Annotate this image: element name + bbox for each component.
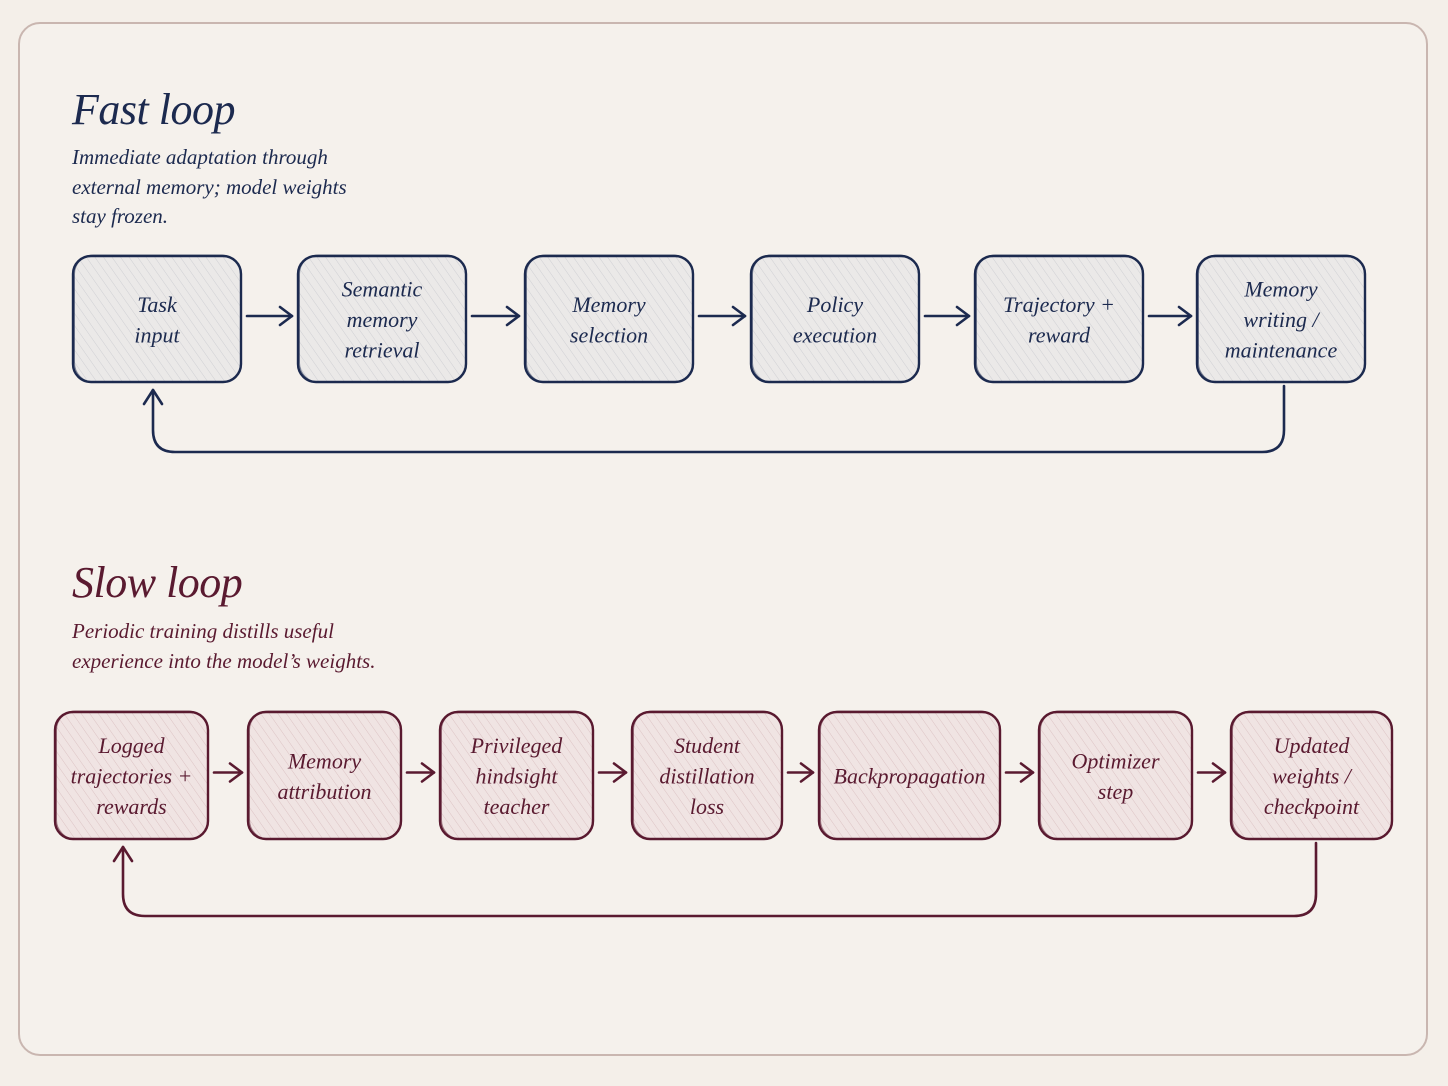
node-box-sketch (249, 710, 401, 840)
node-label: checkpoint (1264, 794, 1360, 819)
flow-arrow (1196, 762, 1227, 783)
node-memory-attribution: Memory attribution (246, 710, 403, 841)
node-box (71, 254, 243, 384)
node-label: Privileged (470, 733, 564, 758)
node-label: teacher (484, 794, 550, 819)
node-label: Updated (1274, 733, 1351, 758)
node-semantic-memory-retrieval: Semantic memory retrieval (296, 254, 468, 384)
node-label: Optimizer (1072, 748, 1160, 773)
node-label: step (1098, 779, 1133, 804)
node-label: input (134, 322, 180, 347)
node-label: Trajectory + (1003, 292, 1115, 317)
node-label: Memory (287, 748, 362, 773)
node-box (523, 254, 695, 384)
flow-arrow (697, 305, 747, 327)
node-label: writing / (1243, 307, 1320, 332)
fast-loop-subtitle: Immediate adaptation through external me… (72, 145, 347, 228)
fast-loop-title: Fast loop (72, 85, 235, 134)
node-memory-writing-maintenance: Memory writing / maintenance (1195, 254, 1367, 384)
slow-loop-diagram: Logged trajectories + rewards Memory attribu… (53, 710, 1394, 918)
slow-loop-subtitle: Periodic training distills useful experi… (72, 619, 376, 673)
flow-arrow (405, 762, 436, 783)
node-task-input: Task input (71, 254, 243, 384)
node-label: memory (347, 307, 418, 332)
feedback-arrow (142, 384, 1286, 454)
diagram-frame (18, 22, 1428, 1056)
node-label: weights / (1272, 764, 1353, 789)
flow-arrow (470, 305, 521, 327)
node-box-sketch (1198, 254, 1365, 383)
node-trajectory-reward: Trajectory + reward (973, 254, 1145, 384)
node-label: Backpropagation (834, 764, 986, 789)
flow-arrow (597, 762, 628, 783)
slow-loop-title: Slow loop (72, 558, 243, 607)
fast-loop-diagram: Task input Semantic memory retrieval Memory se… (71, 254, 1367, 454)
node-updated-weights-checkpoint: Updated weights / checkpoint (1229, 710, 1394, 841)
node-label: Memory (571, 292, 646, 317)
flow-arrow (1004, 762, 1035, 783)
node-student-distillation-loss: Student distillation loss (630, 710, 784, 841)
node-box-sketch (441, 710, 593, 840)
node-box-sketch (976, 254, 1143, 383)
node-box-sketch (74, 254, 241, 383)
flow-arrow (1147, 305, 1193, 327)
node-privileged-hindsight-teacher: Privileged hindsight teacher (438, 710, 595, 841)
node-box (1037, 710, 1194, 841)
node-label: reward (1028, 322, 1091, 347)
node-label: Logged (98, 733, 166, 758)
node-logged-trajectories-rewards: Logged trajectories + rewards (53, 710, 210, 841)
node-optimizer-step: Optimizer step (1037, 710, 1194, 841)
node-label: retrieval (345, 338, 420, 363)
node-label: trajectories + (71, 764, 193, 789)
feedback-arrow (112, 841, 1318, 918)
node-label: execution (793, 322, 877, 347)
node-box-sketch (752, 254, 919, 383)
node-backpropagation: Backpropagation (817, 710, 1002, 841)
node-box-sketch (56, 710, 208, 840)
node-label: selection (570, 322, 648, 347)
node-box (973, 254, 1145, 384)
node-label: Memory (1243, 277, 1318, 302)
node-label: attribution (277, 779, 371, 804)
node-box-sketch (299, 254, 466, 383)
node-label: Policy (806, 292, 863, 317)
flow-arrow (212, 762, 244, 783)
node-box-sketch (1040, 710, 1192, 840)
flow-arrow (923, 305, 971, 327)
node-box-sketch (633, 710, 782, 840)
node-label: rewards (96, 794, 167, 819)
node-label: hindsight (476, 764, 559, 789)
node-label: Task (137, 292, 178, 317)
node-policy-execution: Policy execution (749, 254, 921, 384)
flow-arrow (245, 305, 294, 327)
node-box (246, 710, 403, 841)
node-memory-selection: Memory selection (523, 254, 695, 384)
node-label: Semantic (342, 277, 423, 302)
node-label: Student (674, 733, 741, 758)
node-label: maintenance (1225, 338, 1338, 363)
flow-arrow (786, 762, 815, 783)
node-label: distillation (659, 764, 754, 789)
node-box-sketch (820, 710, 1000, 840)
node-box-sketch (526, 254, 693, 383)
node-box-sketch (1232, 710, 1392, 840)
node-box (749, 254, 921, 384)
node-label: loss (690, 794, 724, 819)
